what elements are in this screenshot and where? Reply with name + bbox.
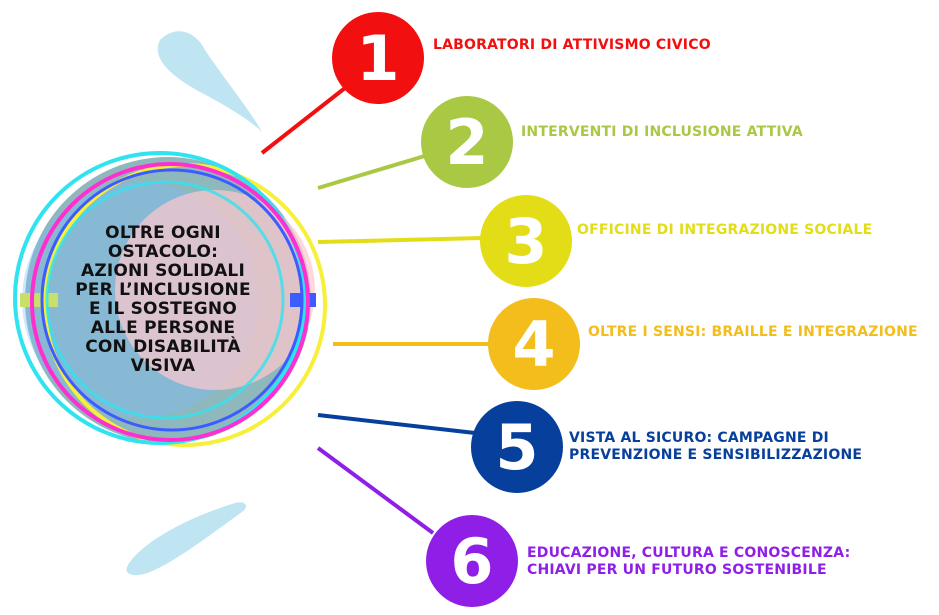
connector-line-1 bbox=[260, 86, 347, 155]
step-label-4: OLTRE I SENSI: BRAILLE E INTEGRAZIONE bbox=[588, 324, 918, 341]
step-number-5: 5 bbox=[495, 411, 538, 484]
step-label-1-line: LABORATORI DI ATTIVISMO CIVICO bbox=[433, 37, 711, 53]
center-title-line: E IL SOSTEGNO bbox=[89, 299, 237, 319]
step-circle-5 bbox=[471, 401, 563, 493]
step-5: 5 bbox=[471, 401, 563, 493]
step-label-6: EDUCAZIONE, CULTURA E CONOSCENZA: CHIAVI… bbox=[527, 545, 850, 579]
center-title-line: OLTRE OGNI bbox=[105, 223, 221, 243]
center-title-line: VISIVA bbox=[130, 356, 196, 376]
step-1: 1 bbox=[332, 12, 424, 104]
step-3: 3 bbox=[480, 195, 572, 287]
center-title-line: ALLE PERSONE bbox=[90, 318, 236, 338]
center-title-line: CON DISABILITÀ bbox=[85, 337, 241, 357]
step-number-6: 6 bbox=[450, 525, 493, 598]
step-circle-2 bbox=[421, 96, 513, 188]
decorative-strokes bbox=[126, 31, 262, 576]
step-label-4-line: OLTRE I SENSI: BRAILLE E INTEGRAZIONE bbox=[588, 324, 918, 340]
center-emblem bbox=[13, 151, 327, 447]
connector-line-6 bbox=[316, 446, 435, 535]
ring-blue bbox=[40, 168, 304, 432]
step-label-5: VISTA AL SICURO: CAMPAGNE DI PREVENZIONE… bbox=[569, 430, 862, 464]
step-label-6-line: EDUCAZIONE, CULTURA E CONOSCENZA: bbox=[527, 545, 851, 561]
step-label-6-line: CHIAVI PER UN FUTURO SOSTENIBILE bbox=[527, 562, 827, 578]
step-4: 4 bbox=[488, 298, 580, 390]
connector-line-2 bbox=[317, 153, 429, 190]
step-circle-1 bbox=[332, 12, 424, 104]
center-band-left bbox=[20, 293, 58, 307]
step-number-3: 3 bbox=[504, 205, 547, 278]
step-number-4: 4 bbox=[512, 308, 555, 381]
center-title: OLTRE OGNI OSTACOLO: AZIONI SOLIDALI PER… bbox=[58, 224, 268, 376]
step-label-5-line: VISTA AL SICURO: CAMPAGNE DI bbox=[569, 430, 829, 446]
step-label-2: INTERVENTI DI INCLUSIONE ATTIVA bbox=[521, 124, 803, 141]
step-6: 6 bbox=[426, 515, 518, 607]
decor-stroke-top bbox=[157, 31, 262, 132]
step-label-1: LABORATORI DI ATTIVISMO CIVICO bbox=[433, 37, 711, 54]
connector-line-5 bbox=[317, 413, 476, 435]
ring-cyan-inner bbox=[45, 180, 285, 420]
step-label-3: OFFICINE DI INTEGRAZIONE SOCIALE bbox=[577, 222, 872, 239]
step-number-1: 1 bbox=[356, 22, 399, 95]
step-circle-6 bbox=[426, 515, 518, 607]
ring-magenta bbox=[30, 162, 310, 442]
step-label-2-line: INTERVENTI DI INCLUSIONE ATTIVA bbox=[521, 124, 803, 140]
step-label-5-line: PREVENZIONE E SENSIBILIZZAZIONE bbox=[569, 447, 863, 463]
center-title-line: AZIONI SOLIDALI bbox=[80, 261, 245, 281]
center-title-line: PER L’INCLUSIONE bbox=[75, 280, 251, 300]
connector-lines bbox=[260, 86, 490, 535]
ring-cyan-outer bbox=[13, 151, 307, 445]
step-circle-4 bbox=[488, 298, 580, 390]
decor-stroke-bottom bbox=[126, 502, 246, 576]
step-circle-3 bbox=[480, 195, 572, 287]
center-title-line: OSTACOLO: bbox=[107, 242, 219, 262]
connector-line-3 bbox=[317, 236, 483, 244]
step-number-2: 2 bbox=[445, 106, 488, 179]
step-2: 2 bbox=[421, 96, 513, 188]
step-label-3-line: OFFICINE DI INTEGRAZIONE SOCIALE bbox=[577, 222, 873, 238]
